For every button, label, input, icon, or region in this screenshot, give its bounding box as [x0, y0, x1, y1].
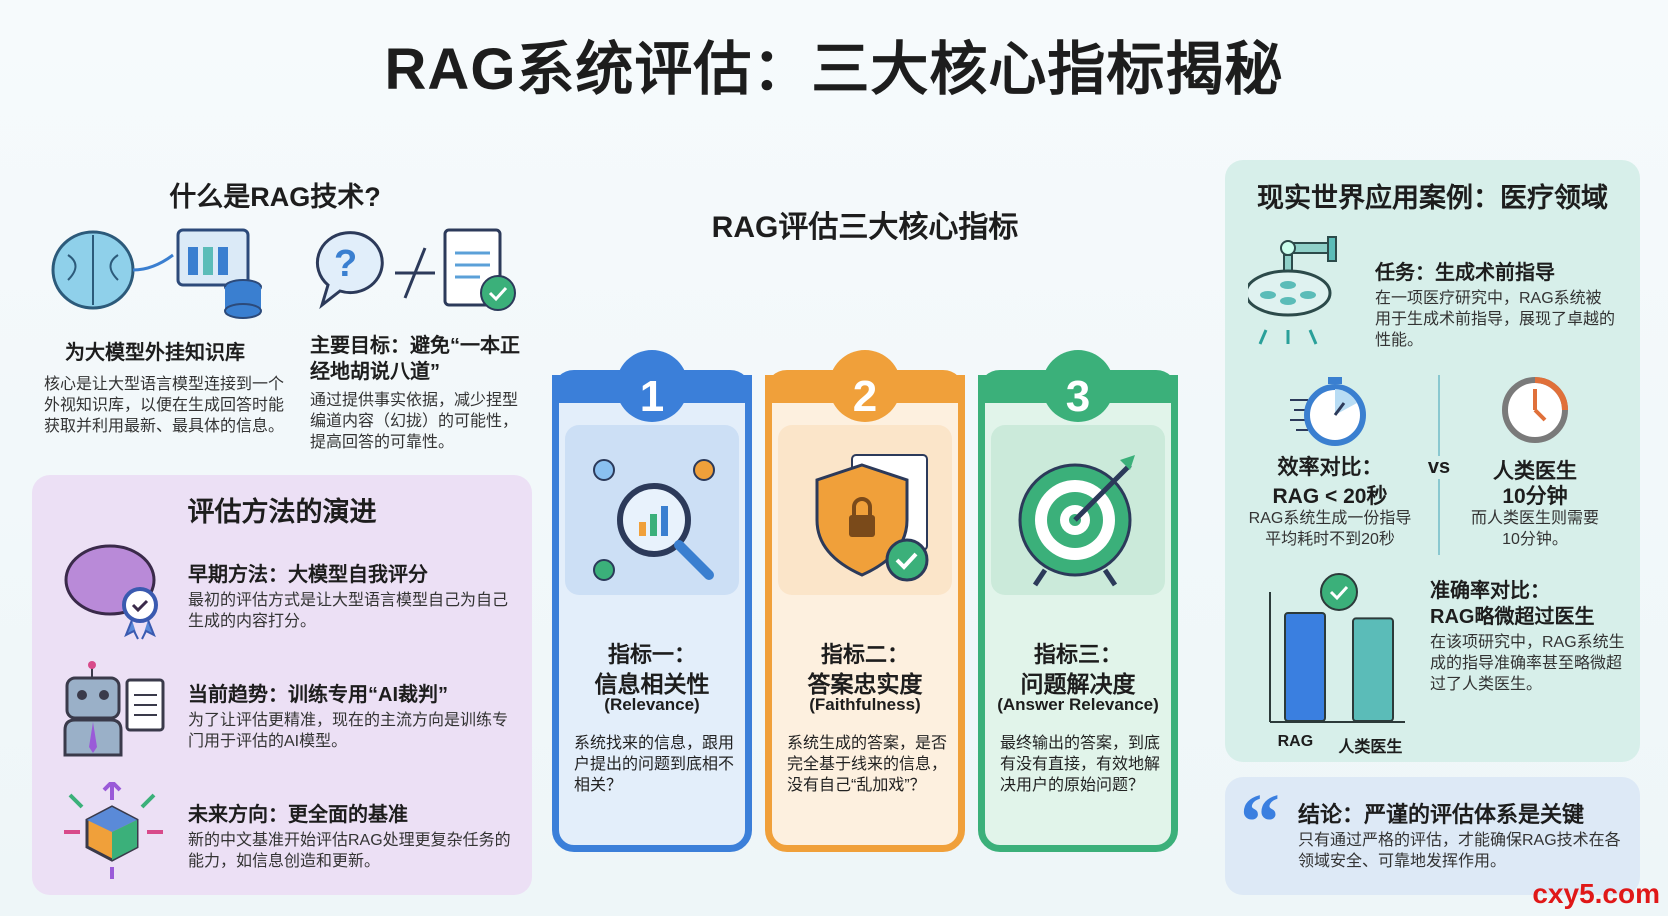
evolution-item-text: 为了让评估更精准，现在的主流方向是训练专门用于评估的AI模型。: [188, 712, 509, 750]
metric-description: 系统生成的答案，是否完全基于线来的信息，没有自己“乱加戏”？: [787, 735, 948, 794]
watermark: cxy5.com: [1532, 878, 1660, 909]
task-text: 在一项医疗研究中，RAG系统被用于生成术前指导，展现了卓越的性能。: [1375, 290, 1616, 349]
card-header-band: [552, 375, 752, 403]
brain-badge-icon: [64, 544, 158, 640]
card-header-band: [978, 375, 1178, 403]
metric-card: [552, 370, 752, 852]
metric-english-name: (Answer Relevance): [997, 695, 1159, 714]
robot-judge-icon: [63, 661, 165, 757]
what-item-text: 核心是让大型语言模型连接到一个外视知识库，以便在生成回答时能获取并利用最新、最具…: [44, 376, 285, 435]
evolution-heading: 评估方法的演进: [187, 497, 377, 527]
page-title: RAG系统评估：三大核心指标揭秘: [384, 37, 1284, 102]
what-item-title: 主要目标：避免“一本正经地胡说八道”: [310, 335, 520, 383]
metric-label: 指标二：: [820, 642, 909, 667]
target-arrow-icon: [1018, 455, 1135, 587]
svg-text:?: ?: [334, 243, 357, 285]
bar-label: 人类医生: [1338, 739, 1403, 756]
stopwatch-icon: [1290, 377, 1366, 446]
what-item-text: 通过提供事实依据，减少捏型编道内容（幻拢）的可能性，提高回答的可靠性。: [310, 392, 519, 451]
evolution-item-text: 新的中文基准开始评估RAG处理更复杂任务的能力，如信息创造和更新。: [188, 832, 511, 870]
accuracy-bar: [1352, 617, 1394, 722]
shield-lock-icon: [815, 454, 929, 582]
conclusion-text: 只有通过严格的评估，才能确保RAG技术在各领域安全、可靠地发挥作用。: [1298, 832, 1621, 870]
conclusion-title: 结论：严谨的评估体系是关键: [1298, 802, 1585, 827]
efficiency-label: 效率对比：: [1277, 456, 1383, 479]
accuracy-result: RAG略微超过医生: [1430, 606, 1595, 628]
vs-label: vs: [1422, 456, 1456, 479]
conclusion-panel: [1225, 777, 1640, 895]
metric-label: 指标三：: [1033, 642, 1122, 667]
metric-name: 答案忠实度: [807, 671, 923, 697]
metric-english-name: (Faithfulness): [809, 695, 921, 714]
quote-icon: “: [1240, 779, 1280, 867]
evolution-item-title: 当前趋势：训练专用“AI裁判”: [188, 684, 448, 706]
efficiency-rag-text: RAG系统生成一份指导平均耗时不到20秒: [1248, 510, 1412, 548]
metrics-heading: RAG评估三大核心指标: [711, 211, 1019, 244]
evolution-item-title: 早期方法：大模型自我评分: [188, 564, 428, 586]
cube-arrows-icon: [64, 782, 163, 879]
metric-label: 指标一：: [607, 642, 696, 667]
metric-description: 系统找来的信息，跟用户提出的问题到底相不相关？: [574, 735, 735, 794]
card-header-band: [765, 375, 965, 403]
what-item-title: 为大模型外挂知识库: [65, 342, 245, 364]
evolution-item-title: 未来方向：更全面的基准: [188, 804, 408, 826]
evolution-item-text: 最初的评估方式是让大型语言模型自己为自己生成的内容打分。: [188, 592, 509, 630]
accuracy-label: 准确率对比：: [1430, 580, 1550, 602]
what-is-heading: 什么是RAG技术?: [169, 182, 381, 212]
metric-name: 信息相关性: [594, 671, 710, 697]
metric-name: 问题解决度: [1020, 671, 1136, 697]
metric-english-name: (Relevance): [604, 695, 700, 714]
question-not-equal-document-icon: ?: [315, 228, 516, 311]
case-heading: 现实世界应用案例：医疗领域: [1257, 183, 1608, 213]
brain-database-icon: [51, 228, 262, 319]
bar-label: RAG: [1277, 733, 1314, 750]
metric-card: [978, 370, 1178, 852]
efficiency-rag: RAG < 20秒: [1272, 485, 1388, 508]
metric-number: 2: [852, 372, 878, 421]
accuracy-text: 在该项研究中，RAG系统生成的指导准确率甚至略微超过了人类医生。: [1430, 634, 1625, 693]
human-time: 10分钟: [1502, 485, 1568, 508]
magnifier-network-icon: [593, 459, 715, 581]
human-label: 人类医生: [1493, 460, 1577, 483]
accuracy-bar: [1284, 612, 1326, 722]
metric-number: 3: [1065, 372, 1091, 421]
surgical-lamp-icon: [1248, 236, 1337, 345]
metric-description: 最终输出的答案，到底有没有直接，有效地解决用户的原始问题？: [1000, 735, 1161, 794]
task-title: 任务：生成术前指导: [1375, 262, 1555, 284]
clock-icon: [1502, 377, 1568, 443]
check-badge-icon: [1320, 573, 1358, 611]
accuracy-chart: [1269, 573, 1405, 723]
metric-number: 1: [639, 372, 665, 421]
human-text: 而人类医生则需要10分钟。: [1470, 510, 1599, 548]
